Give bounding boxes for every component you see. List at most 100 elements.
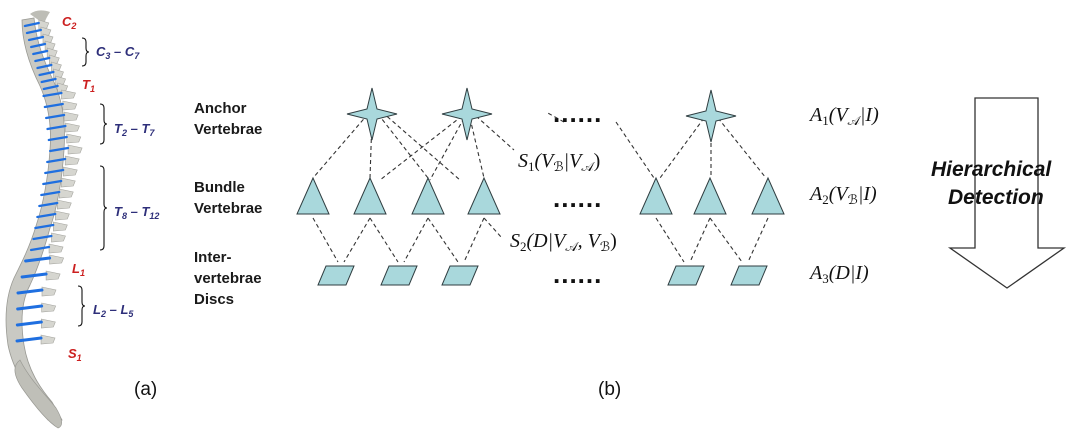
anchor-vertebra-node [685, 89, 737, 143]
spinous-process [49, 254, 65, 265]
bundle-vertebra-node [639, 176, 673, 215]
edge [475, 115, 515, 151]
intervertebral-discs [15, 21, 70, 343]
label-s1: S1 [68, 346, 82, 363]
bundle-label-line1: Bundle [194, 179, 245, 196]
spinous-process [53, 68, 64, 79]
anchor-label-line1: Anchor [194, 100, 247, 117]
spinous-process [51, 61, 62, 72]
spinous-process [62, 166, 78, 177]
edge [403, 217, 429, 263]
edge [717, 117, 767, 179]
spinous-process [63, 111, 79, 122]
spinous-process [62, 100, 78, 111]
intervertebral-disc [34, 223, 55, 230]
ellipsis-bundle: ...... [553, 183, 602, 213]
spinous-process [55, 75, 67, 86]
spinous-process [65, 122, 80, 133]
brace-c3-c7 [81, 37, 90, 67]
intervertebral-disc [25, 28, 43, 35]
ellipsis-anchor: ...... [553, 98, 602, 128]
spinous-process [60, 177, 76, 188]
bundle-vertebra-nodes [296, 176, 785, 215]
intervertebral-disc [36, 212, 57, 219]
formula-a2: A2(Vℬ|I) [808, 183, 877, 207]
spine-top-bone [30, 10, 50, 24]
spinous-process [41, 286, 57, 297]
label-c3-c7: C3 – C7 [96, 44, 140, 61]
spine-labels: C2 C3 – C7 T1 T2 – T7 T8 – T12 L1 L2 – L… [62, 14, 159, 363]
intervertebral-disc [32, 49, 49, 56]
anchor-vertebra-nodes [346, 87, 737, 143]
edge [709, 217, 743, 263]
intervertebral-disc [30, 42, 47, 49]
spinous-process [42, 33, 54, 44]
intervertebral-disc [34, 56, 51, 63]
bundle-vertebra-node [296, 176, 330, 215]
intervertebral-disc [47, 135, 68, 142]
down-arrow-icon [947, 97, 1067, 289]
intervertebral-disc [20, 272, 48, 279]
edge [429, 117, 465, 181]
intervertebral-disc [46, 124, 67, 131]
edge [655, 217, 685, 263]
panel-a-caption: (a) [134, 379, 157, 400]
intervertebral-disc [38, 201, 59, 208]
intervertebral-disc [48, 146, 70, 153]
bundle-vertebra-node [467, 176, 501, 215]
spinous-process [61, 89, 76, 100]
spinous-process [41, 302, 57, 313]
intervertebral-disc [24, 256, 52, 263]
bundle-label-line2: Vertebrae [194, 200, 262, 217]
edge [747, 217, 769, 263]
spinous-process [40, 334, 56, 345]
disc-nodes [317, 265, 768, 286]
spinous-process [49, 54, 60, 65]
label-l2-l5: L2 – L5 [93, 302, 134, 319]
anchor-vertebra-node [346, 87, 398, 141]
edge [312, 113, 369, 179]
spinous-process [40, 26, 52, 37]
arrow-label-line1: Hierarchical [931, 158, 1052, 181]
intervertebral-disc [16, 288, 44, 295]
label-t2-t7: T2 – T7 [114, 121, 155, 138]
intervertebral-disc [38, 70, 55, 77]
spinous-process [64, 155, 80, 166]
spinous-process [46, 47, 58, 58]
intervertebral-disc [23, 21, 40, 28]
formula-a1: A1(V𝒜|I) [808, 104, 879, 128]
label-t1: T1 [82, 77, 95, 94]
intervertebral-disc [15, 336, 43, 343]
formula-s1: S1(Vℬ|V𝒜) [518, 150, 600, 174]
disc-label-line3: Discs [194, 291, 234, 308]
label-t8-t12: T8 – T12 [114, 204, 159, 221]
spinous-process [66, 133, 82, 144]
brace-t8-t12 [99, 165, 108, 251]
edge [483, 217, 503, 239]
disc-node [730, 265, 768, 286]
bundle-vertebra-node [693, 176, 727, 215]
spinous-processes [38, 19, 83, 345]
intervertebral-disc [42, 179, 63, 186]
edge [379, 115, 463, 181]
intervertebral-disc [16, 304, 44, 311]
edge [381, 111, 461, 181]
label-c2: C2 [62, 14, 76, 31]
hierarchical-detection-arrow: Hierarchical Detection [931, 97, 1067, 289]
intervertebral-disc [15, 320, 43, 327]
formula-s2: S2(D|V𝒜, Vℬ) [510, 230, 617, 254]
formula-a3: A3(D|I) [808, 262, 869, 286]
sacrum-bone [14, 359, 62, 429]
intervertebral-disc [42, 91, 63, 98]
edge [427, 217, 459, 263]
intervertebral-disc [44, 168, 65, 175]
intervertebral-disc [45, 113, 66, 120]
intervertebral-disc [36, 63, 53, 70]
anchor-vertebra-node [441, 87, 493, 141]
arrow-label-line2: Detection [948, 186, 1044, 209]
spinous-process [44, 40, 56, 51]
spinous-process [67, 144, 83, 155]
disc-node [441, 265, 479, 286]
edge [545, 111, 565, 123]
